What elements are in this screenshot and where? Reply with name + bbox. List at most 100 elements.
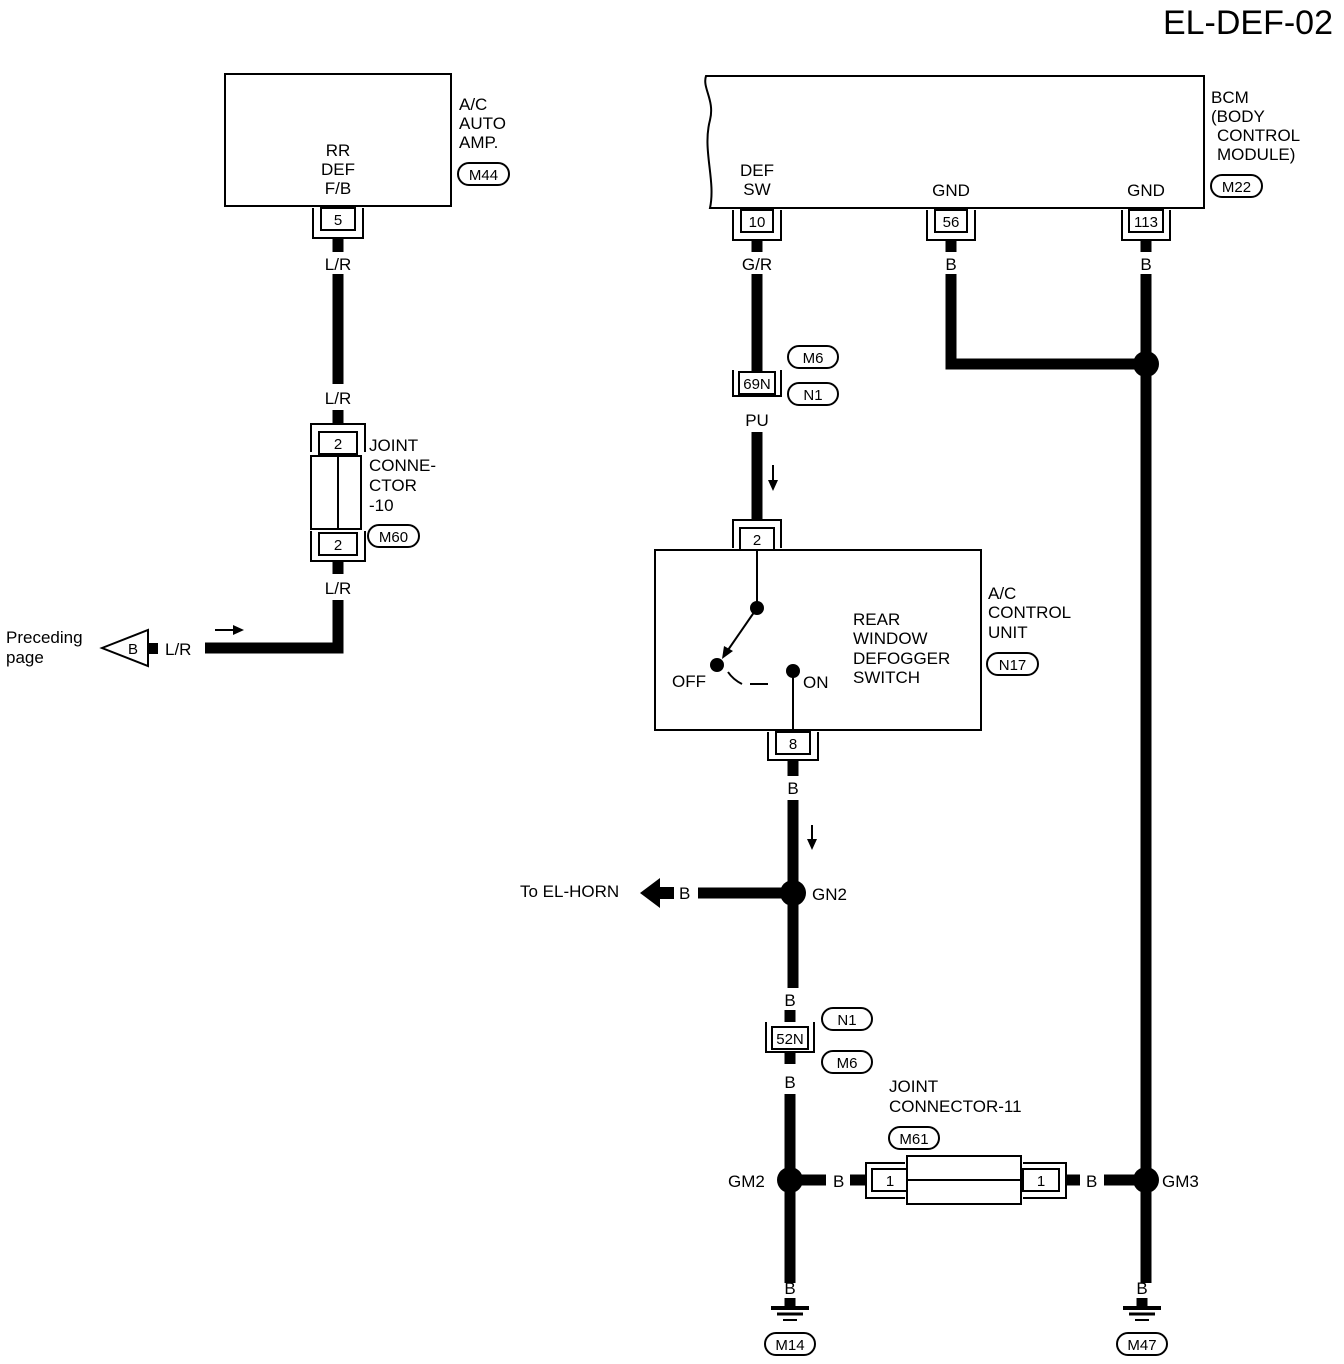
pin-box (318, 431, 358, 455)
ac-auto-amp-box (224, 73, 452, 207)
joint-connector-10-name-line: CTOR (369, 476, 417, 495)
wire-color-lr: L/R (325, 255, 351, 274)
pin-box (320, 207, 356, 231)
ac-auto-amp-terminal-line: F/B (325, 179, 351, 198)
pin-1-left: 1 (886, 1173, 894, 1190)
connector-tag-m44: M44 (469, 167, 498, 184)
connector-bracket (732, 519, 782, 548)
diagram-id: EL-DEF-02 (1163, 4, 1333, 42)
pin-113: 113 (1134, 214, 1158, 231)
switch-travel (727, 671, 743, 685)
switch-blade-arrow (722, 646, 733, 659)
wire-color-b: B (784, 991, 795, 1010)
bcm-name-line: (BODY (1211, 107, 1265, 126)
connector-tag-oval (1116, 1332, 1168, 1356)
connector-tag-m60: M60 (379, 529, 408, 546)
splice-gn2: GN2 B To EL-HORN (520, 878, 847, 908)
pin-8: 8 (789, 736, 797, 753)
off-page-tag-b: B (128, 641, 138, 658)
switch-name-line: REAR (853, 610, 900, 629)
off-page-triangle (99, 628, 149, 668)
joint-connector-10-name-line: -10 (369, 496, 394, 515)
wire-color-b: B (945, 255, 956, 274)
pin-box (1128, 209, 1164, 233)
wire-color-b: B (784, 1073, 795, 1092)
preceding-page-link: B L/R Preceding page (6, 625, 244, 668)
joint-connector-10-name-line: JOINT (369, 436, 418, 455)
ac-auto-amp: RR DEF F/B A/C AUTO AMP. M44 5 L/R (224, 73, 510, 274)
wire-color-b: B (784, 1279, 795, 1298)
connector-tag-m61: M61 (899, 1131, 928, 1148)
ground-m47: B M47 (1116, 1279, 1168, 1356)
pin-2: 2 (753, 532, 761, 549)
terminal-stub (148, 643, 158, 654)
connector-tag-m6: M6 (803, 350, 824, 367)
to-el-horn-label: To EL-HORN (520, 882, 619, 901)
pin-56: 56 (943, 214, 960, 231)
splice-label-gm2: GM2 (728, 1172, 765, 1191)
wire-color-lr: L/R (165, 640, 191, 659)
pin-10: 10 (749, 214, 766, 231)
switch-name-line: DEFOGGER (853, 649, 950, 668)
pin-52n: 52N (776, 1031, 804, 1048)
joint-connector-10-name-line: CONNE- (369, 456, 436, 475)
flow-arrow-head (768, 480, 778, 491)
wire-color-lr: L/R (325, 579, 351, 598)
wire-color-b: B (1140, 255, 1151, 274)
switch-contact-off (710, 658, 724, 672)
pin-69n: 69N (743, 376, 771, 393)
bcm-name-line: BCM (1211, 88, 1249, 107)
wire-color-b: B (787, 779, 798, 798)
wire-color-pu: PU (745, 411, 769, 430)
connector-tag-oval (764, 1332, 816, 1356)
splice-point (1133, 351, 1159, 377)
splice-gm3: B GM3 (1066, 1167, 1199, 1193)
switch-blade (727, 607, 758, 651)
ac-control-unit-box (654, 549, 982, 731)
connector-bracket (310, 423, 366, 452)
wire-lr (205, 600, 344, 654)
pin-box (775, 731, 811, 755)
bcm-name-line: MODULE) (1217, 145, 1295, 164)
connector-tag-m6: M6 (837, 1055, 858, 1072)
pin-2-top: 2 (334, 436, 342, 453)
wire-b (945, 274, 1146, 370)
ac-control-unit: 2 OFF ON REAR WINDOW DEFOGGER SWITCH A/C… (654, 519, 1071, 798)
connector-tag-m14: M14 (775, 1337, 804, 1354)
bcm-terminal-gnd: GND (932, 181, 970, 200)
ac-control-unit-name-line: UNIT (988, 623, 1028, 642)
splice-label-gm3: GM3 (1162, 1172, 1199, 1191)
connector-tag-oval (1210, 174, 1263, 198)
ac-auto-amp-name-line: AMP. (459, 133, 498, 152)
connector-tag-oval (787, 345, 839, 369)
pin-box (738, 371, 776, 395)
bcm-terminal-def-sw: DEF (740, 161, 774, 180)
splice-point (1133, 1167, 1159, 1193)
bcm: BCM (BODY CONTROL MODULE) M22 DEF SW GND… (704, 75, 1300, 274)
connector-tag-oval (457, 162, 510, 186)
joint-connector-11-name-line: CONNECTOR-11 (889, 1097, 1022, 1116)
connector-tag-oval (888, 1126, 940, 1150)
inline-connector-52n: 52N N1 M6 B (765, 1007, 873, 1092)
connector-tag-oval (821, 1007, 873, 1031)
connector-tag-n1: N1 (837, 1012, 856, 1029)
connector-bracket (732, 370, 782, 397)
ac-auto-amp-name-line: A/C (459, 95, 487, 114)
ac-control-unit-name-line: A/C (988, 584, 1016, 603)
bcm-box (704, 75, 1205, 209)
flow-arrow-head (233, 625, 244, 635)
preceding-page-label: page (6, 648, 44, 667)
switch-name-line: WINDOW (853, 629, 928, 648)
pin-box (740, 209, 774, 233)
pin-box (934, 209, 968, 233)
pin-5: 5 (334, 212, 342, 229)
connector-tag-n1: N1 (803, 387, 822, 404)
connector-tag-oval (821, 1050, 873, 1074)
switch-name-line: SWITCH (853, 668, 920, 687)
ac-control-unit-name-line: CONTROL (988, 603, 1071, 622)
bcm-terminal-gnd: GND (1127, 181, 1165, 200)
ac-auto-amp-terminal-line: DEF (321, 160, 355, 179)
wire-color-b: B (1136, 1279, 1147, 1298)
wire-color-lr: L/R (325, 389, 351, 408)
